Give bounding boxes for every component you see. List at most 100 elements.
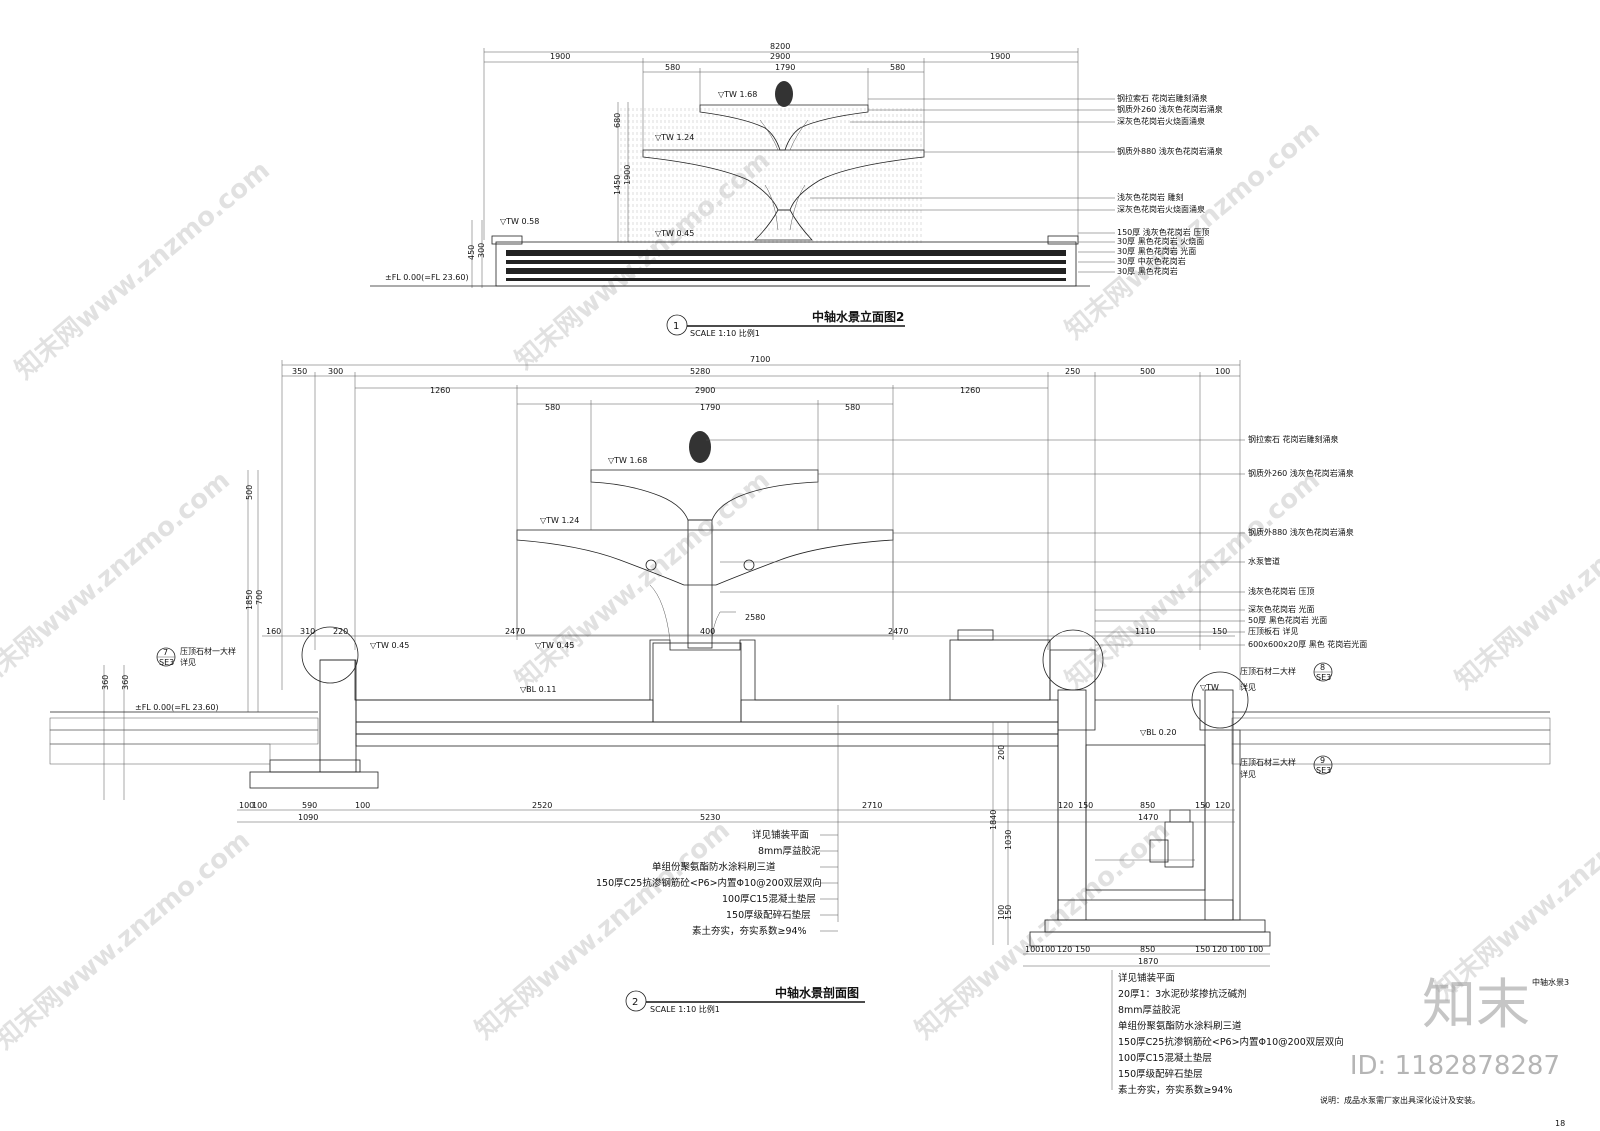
- section-drawing: 7100 350 300 5280 250 500 100 1260 2900 …: [49, 355, 1569, 1128]
- level-mark: ±FL 0.00(=FL 23.60): [385, 273, 469, 282]
- callout-7: 7 SE3 压顶石材一大样 详见: [156, 646, 236, 667]
- layer-label: 单组份聚氨酯防水涂料刷三道: [1118, 1020, 1242, 1032]
- svg-text:详见: 详见: [1240, 682, 1256, 692]
- dim: 120: [1057, 945, 1072, 954]
- note: 水泵管道: [1248, 556, 1280, 566]
- note: 深灰色花岗岩火烧面涌泉: [1117, 116, 1205, 126]
- dim: 150: [1195, 945, 1210, 954]
- dim-v: 680: [613, 113, 622, 128]
- svg-text:SE3: SE3: [1316, 766, 1331, 775]
- note: 钢拉索石 花岗岩雕刻涌泉: [1117, 93, 1208, 103]
- drawing-scale: SCALE 1:10 比例1: [650, 1004, 720, 1014]
- dim: 100: [1248, 945, 1263, 954]
- dim: 1110: [1135, 627, 1155, 636]
- callout-9: 9 SE3 压顶石材三大样 详见: [1240, 755, 1333, 779]
- layer-label: 20厚1：3水泥砂浆掺抗泛碱剂: [1118, 988, 1247, 1000]
- level-mark: ▽TW 0.45: [535, 641, 574, 650]
- note: 深灰色花岗岩 光面: [1248, 604, 1315, 614]
- note: 600x600x20厚 黑色 花岗岩光面: [1248, 639, 1367, 649]
- level-mark: ±FL 0.00(=FL 23.60): [135, 703, 219, 712]
- layer-label: 100厚C15混凝土垫层: [722, 893, 816, 905]
- dim: 2900: [695, 386, 715, 395]
- dim-v: 1030: [1004, 830, 1013, 850]
- svg-text:压顶石材二大样: 压顶石材二大样: [1240, 666, 1296, 676]
- note: 30厚 黑色花岗岩 光面: [1117, 246, 1196, 256]
- dim: 150: [1212, 627, 1227, 636]
- drawing-id: 中轴水景3: [1532, 977, 1569, 987]
- layer-label: 详见铺装平面: [1118, 972, 1175, 984]
- drawing-number-circle: [666, 314, 688, 336]
- level-mark: ▽TW: [1200, 683, 1219, 692]
- note: 30厚 黑色花岗岩: [1117, 266, 1178, 276]
- dim-v: 100: [997, 905, 1006, 920]
- dim: 100: [1215, 367, 1230, 376]
- drawing-number: 1: [673, 321, 679, 332]
- dim: 1900: [990, 52, 1010, 61]
- dim: 400: [700, 627, 715, 636]
- dim: 850: [1140, 801, 1155, 810]
- svg-text:压顶石材三大样: 压顶石材三大样: [1240, 757, 1296, 767]
- dim: 350: [292, 367, 307, 376]
- dim: 150: [1195, 801, 1210, 810]
- dim: 300: [328, 367, 343, 376]
- dim-total: 5230: [700, 813, 720, 822]
- dim-v: 150: [1004, 905, 1013, 920]
- note: 50厚 黑色花岗岩 光面: [1248, 615, 1327, 625]
- section-right-notes: 钢拉索石 花岗岩雕刻涌泉 钢质外260 浅灰色花岗岩涌泉 钢质外880 浅灰色花…: [706, 434, 1367, 649]
- dim-v: 1450: [613, 175, 622, 195]
- note: 150厚 浅灰色花岗岩 压顶: [1117, 227, 1209, 237]
- note: 深灰色花岗岩火烧面涌泉: [1117, 204, 1205, 214]
- dim-v: 1850: [245, 590, 254, 610]
- level-mark: ▽BL 0.20: [1140, 728, 1176, 737]
- dim: 100: [1040, 945, 1055, 954]
- svg-text:详见: 详见: [1240, 769, 1256, 779]
- level-mark: ▽TW 1.68: [718, 90, 757, 99]
- dim-v: 450: [467, 245, 476, 260]
- dim-v: 700: [255, 590, 264, 605]
- dim-v: 500: [245, 485, 254, 500]
- layer-label: 素土夯实，夯实系数≥94%: [692, 925, 807, 937]
- dim: 2470: [505, 627, 525, 636]
- dim: 590: [302, 801, 317, 810]
- dim: 1790: [775, 63, 795, 72]
- level-mark: ▽TW 0.58: [500, 217, 539, 226]
- dim: 1260: [430, 386, 450, 395]
- dim: 580: [845, 403, 860, 412]
- note: 30厚 黑色花岗岩 火烧面: [1117, 236, 1204, 246]
- dim: 100: [355, 801, 370, 810]
- layer-legend-right: 详见铺装平面 20厚1：3水泥砂浆掺抗泛碱剂 8mm厚益胶泥 单组份聚氨酯防水涂…: [1111, 970, 1344, 1096]
- note: 浅灰色花岗岩 压顶: [1248, 586, 1315, 596]
- callout-8: 8 SE3 压顶石材二大样 详见: [1240, 662, 1333, 692]
- dim-total: 7100: [750, 355, 770, 364]
- dim: 580: [545, 403, 560, 412]
- note: 30厚 中灰色花岗岩: [1117, 256, 1186, 266]
- note: 钢质外260 浅灰色花岗岩涌泉: [1248, 468, 1354, 478]
- level-mark: ▽TW 0.45: [370, 641, 409, 650]
- layer-label: 详见铺装平面: [752, 829, 809, 841]
- side-note: 说明：成品水泵需厂家出具深化设计及安装。: [1320, 1095, 1480, 1105]
- elevation-notes: 钢拉索石 花岗岩雕刻涌泉 钢质外260 浅灰色花岗岩涌泉 深灰色花岗岩火烧面涌泉…: [810, 93, 1223, 276]
- svg-text:详见: 详见: [180, 657, 196, 667]
- dim: 580: [890, 63, 905, 72]
- dim: 220: [333, 627, 348, 636]
- level-mark: ▽TW 1.24: [540, 516, 579, 525]
- page-number: 18: [1555, 1119, 1565, 1128]
- dim-total: 8200: [770, 42, 790, 51]
- dim: 100: [252, 801, 267, 810]
- dim: 500: [1140, 367, 1155, 376]
- pipe-label: 2580: [745, 613, 765, 622]
- dim-total: 1870: [1138, 957, 1158, 966]
- dim: 2900: [770, 52, 790, 61]
- layer-label: 150厚C25抗渗钢筋砼<P6>内置Φ10@200双层双向: [596, 877, 822, 889]
- dim: 5280: [690, 367, 710, 376]
- level-mark: ▽TW 0.45: [655, 229, 694, 238]
- layer-legend-left: 详见铺装平面 8mm厚益胶泥 单组份聚氨酯防水涂料刷三道 150厚C25抗渗钢筋…: [596, 705, 839, 937]
- dim: 1790: [700, 403, 720, 412]
- dim-v: 1840: [989, 810, 998, 830]
- dim: 1900: [550, 52, 570, 61]
- elevation-drawing: 8200 1900 2900 1900 580 1790 580 680 145…: [370, 42, 1223, 338]
- layer-label: 8mm厚益胶泥: [1118, 1004, 1181, 1016]
- note: 压顶板石 详见: [1248, 626, 1299, 636]
- level-mark: ▽BL 0.11: [520, 685, 556, 694]
- drawing-title: 中轴水景立面图2: [812, 309, 904, 324]
